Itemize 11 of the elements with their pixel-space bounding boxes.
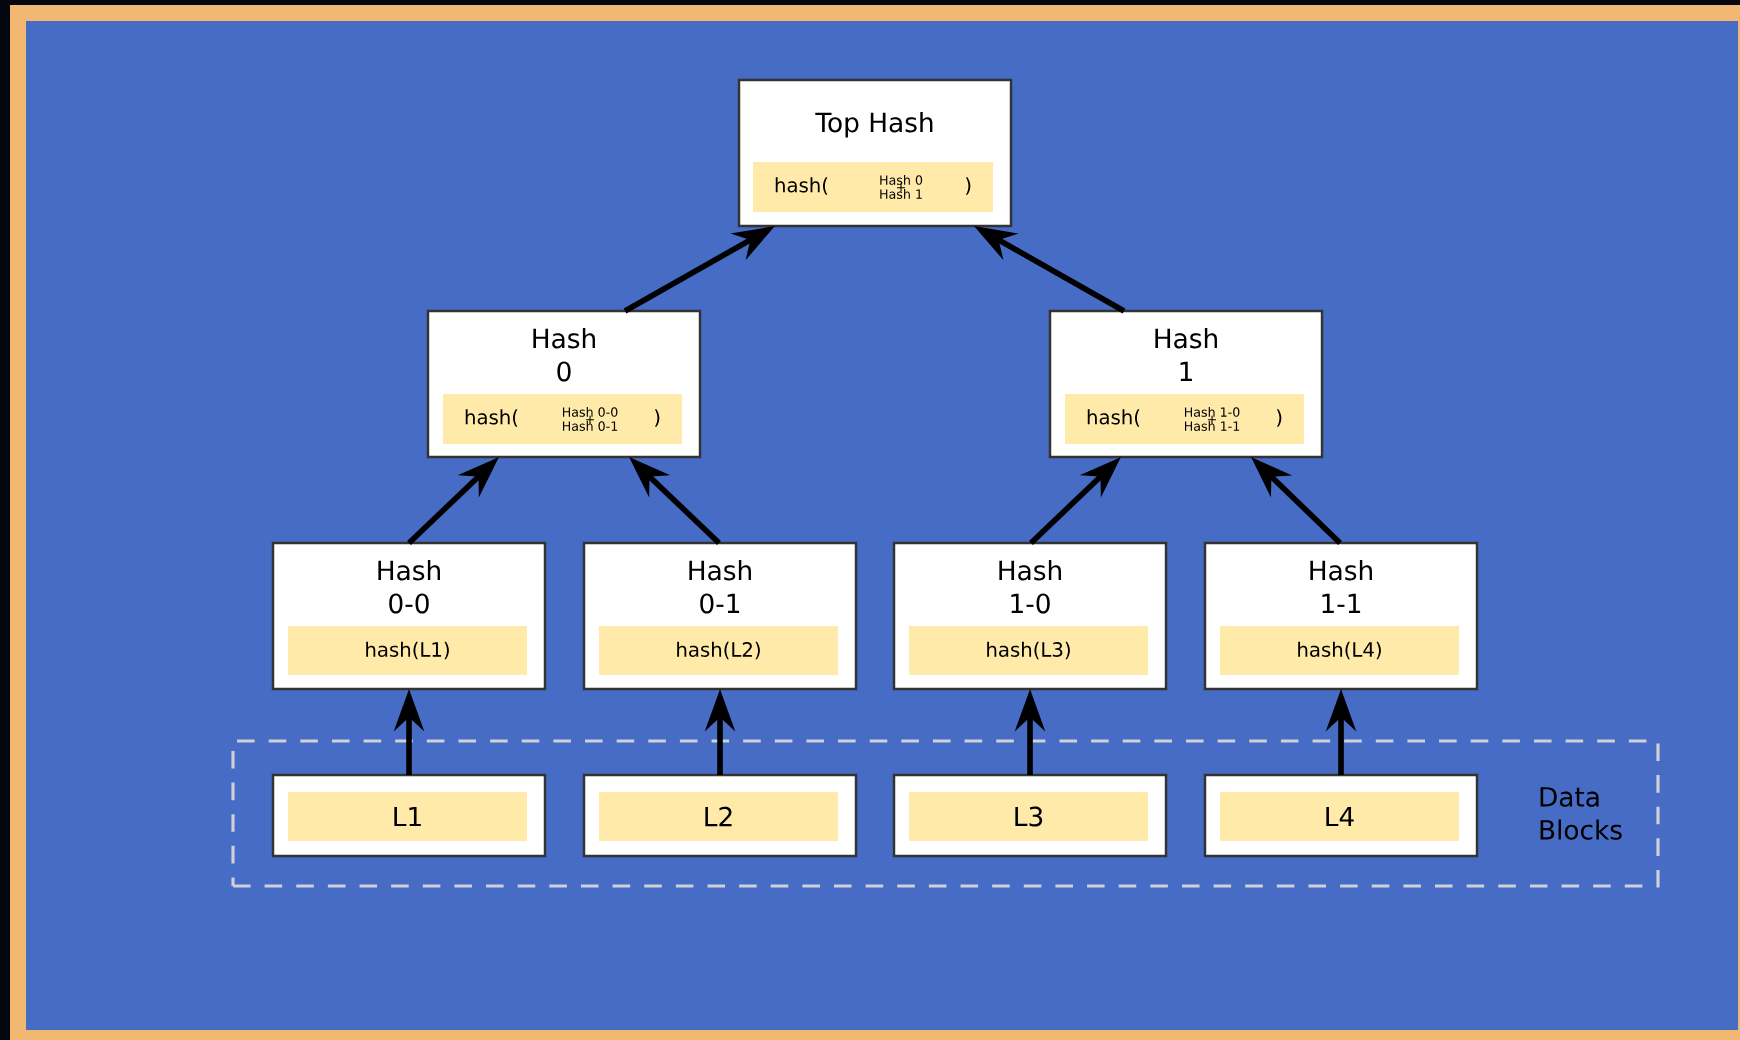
formula-box: hash( Hash 0-0 + Hash 0-1 ) (443, 394, 682, 444)
data-box: L2 (599, 792, 838, 841)
formula-box: hash( Hash 1-0 + Hash 1-1 ) (1065, 394, 1304, 444)
data-box: L1 (288, 792, 527, 841)
formula-box: hash( Hash 0 + Hash 1 ) (753, 161, 993, 212)
data-box: L4 (1220, 792, 1459, 841)
formula-box: hash(L4) (1220, 626, 1459, 675)
formula-box: hash(L3) (909, 626, 1148, 675)
formula-box: hash(L2) (599, 626, 838, 675)
data-box: L3 (909, 792, 1148, 841)
formula-box: hash(L1) (288, 626, 527, 675)
